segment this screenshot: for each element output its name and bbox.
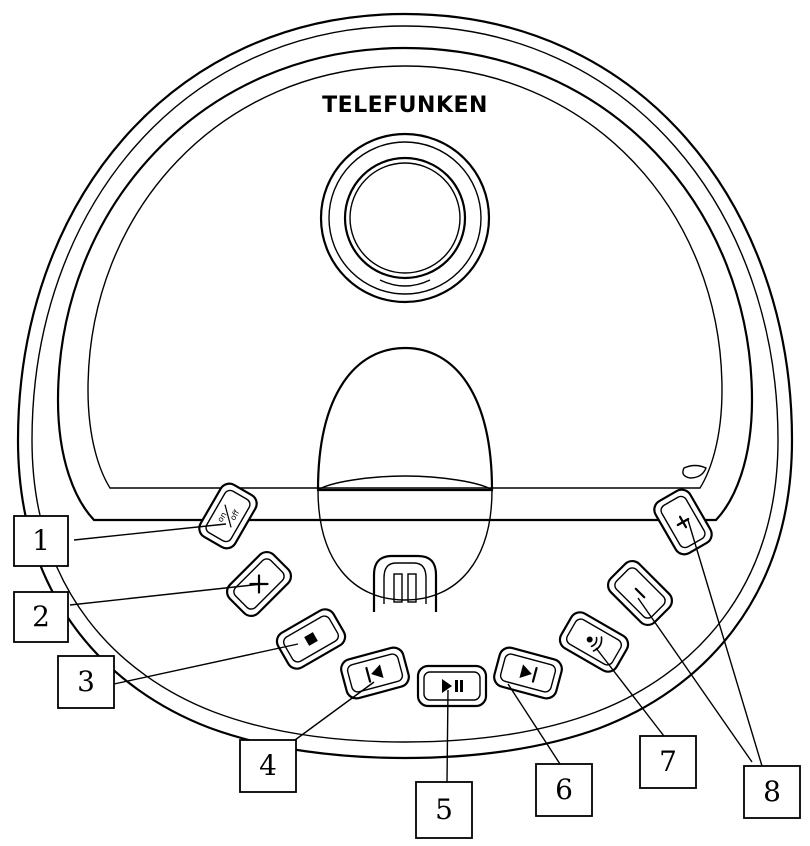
svg-text:6: 6 (555, 773, 573, 806)
callout-1: 1 (13, 515, 69, 567)
brand-logo: TELEFUNKEN (322, 93, 488, 118)
indicator-led (682, 464, 707, 479)
callout-3: 3 (57, 655, 115, 709)
next-button[interactable] (492, 645, 564, 700)
svg-text:4: 4 (259, 749, 277, 782)
svg-text:7: 7 (659, 745, 677, 778)
callout-5: 5 (415, 781, 473, 839)
on-off-button[interactable]: on off (196, 480, 261, 552)
announce-icon (586, 636, 603, 652)
callout-2: 2 (13, 591, 69, 643)
skip-forward-icon (519, 664, 538, 683)
callout-8: 8 (743, 765, 801, 819)
svg-text:2: 2 (32, 600, 50, 633)
svg-text:on: on (216, 511, 229, 524)
play-pause-icon (442, 679, 463, 693)
stop-square-icon (304, 632, 318, 646)
svg-text:5: 5 (435, 793, 453, 826)
callout-leaders (69, 519, 763, 783)
callout-7: 7 (639, 735, 697, 789)
stop-button[interactable] (273, 606, 348, 673)
callout-4: 4 (239, 739, 297, 793)
speaker (319, 132, 491, 304)
volume-up-button[interactable] (651, 486, 716, 558)
plus-icon (676, 515, 690, 529)
skip-back-icon (365, 664, 384, 683)
previous-button[interactable] (339, 645, 411, 700)
device-body (16, 12, 794, 760)
svg-text:8: 8 (763, 775, 781, 808)
volume-down-button[interactable] (604, 557, 676, 629)
minus-icon (634, 587, 646, 599)
svg-text:3: 3 (77, 665, 95, 698)
svg-text:1: 1 (32, 524, 50, 557)
top-cover (56, 46, 754, 522)
callout-6: 6 (535, 763, 593, 817)
play-pause-button[interactable] (416, 664, 488, 708)
announce-button[interactable] (556, 609, 631, 676)
charging-contacts (372, 554, 438, 612)
handset-cradle (316, 346, 494, 601)
